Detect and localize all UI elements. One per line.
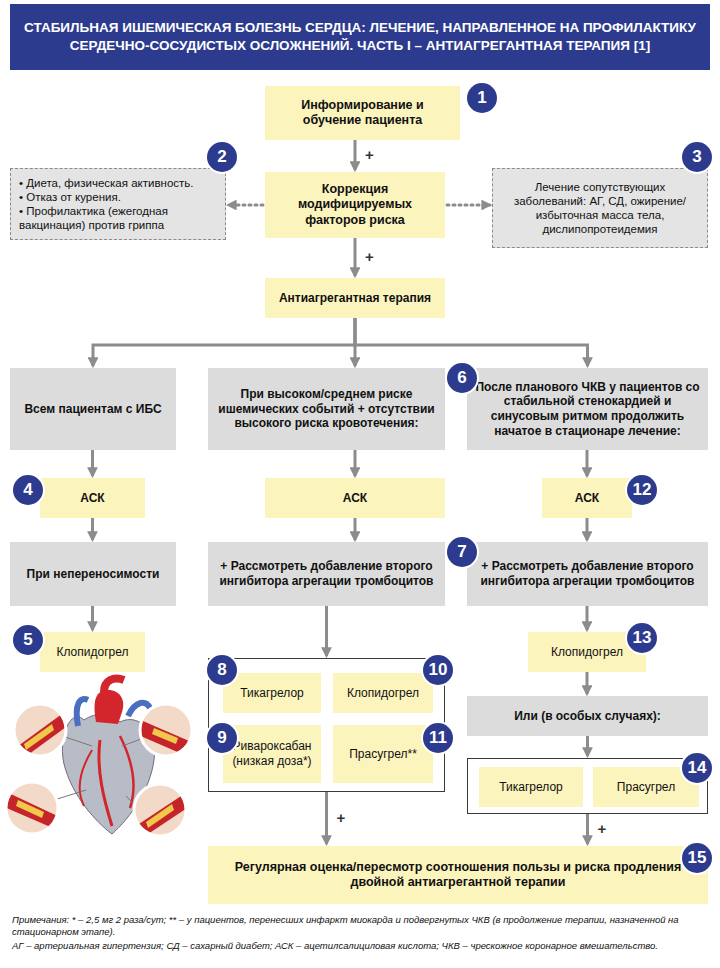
drug-box: Ривароксабан (низкая доза*) xyxy=(223,725,321,783)
footnote: АГ – артериальная гипертензия; СД – саха… xyxy=(12,940,708,952)
box-text: Регулярная оценка/пересмотр соотношения … xyxy=(216,860,700,891)
process-box: Информирование и обучение пациента xyxy=(265,86,460,140)
edge-label: + xyxy=(363,147,376,162)
arrow-connector xyxy=(355,318,588,366)
group-box: Тикагрелор Прасугрел xyxy=(467,758,708,814)
drug-box: Клопидогрел xyxy=(40,632,145,672)
arrow-connector xyxy=(91,606,94,630)
process-box: Антиагрегантная терапия xyxy=(265,278,445,318)
drug-box: Прасугрел** xyxy=(333,725,433,783)
drug-box: АСК xyxy=(40,478,145,518)
arrow-connector xyxy=(586,518,589,540)
box-text: Антиагрегантная терапия xyxy=(279,291,431,306)
condition-box: Всем пациентам с ИБС xyxy=(10,368,176,450)
callout-number: 3 xyxy=(682,142,712,172)
dotted-connector xyxy=(447,204,490,207)
box-text: Клопидогрел xyxy=(56,645,128,660)
title-band: СТАБИЛЬНАЯ ИШЕМИЧЕСКАЯ БОЛЕЗНЬ СЕРДЦА: Л… xyxy=(10,4,710,70)
arrow-connector xyxy=(586,606,589,630)
box-text: Прасугрел xyxy=(617,780,675,795)
arrow-connector xyxy=(586,814,589,844)
box-text: Всем пациентам с ИБС xyxy=(24,402,161,417)
edge-label: + xyxy=(596,821,609,836)
box-text: При непереносимости xyxy=(27,567,160,582)
arrow-connector xyxy=(325,606,328,656)
callout-number: 6 xyxy=(447,363,477,393)
condition-box: При высоком/среднем риске ишемических со… xyxy=(208,368,445,450)
arrow-connector xyxy=(586,672,589,694)
box-text: Клопидогрел xyxy=(551,645,623,660)
box-text: Клопидогрел xyxy=(347,686,419,701)
drug-box: АСК xyxy=(265,478,445,518)
footnote: Примечания: * – 2,5 мг 2 раза/сут; ** – … xyxy=(12,914,708,939)
box-text: При высоком/среднем риске ишемических со… xyxy=(216,387,437,431)
box-text: Лечение сопутствующих заболеваний: АГ, С… xyxy=(501,180,699,236)
process-box: Коррекция модифицируемых факторов риска xyxy=(265,172,445,238)
arrow-connector xyxy=(354,518,357,540)
drug-box: АСК xyxy=(542,478,632,518)
arrow-connector xyxy=(91,450,94,476)
arrow-connector xyxy=(354,238,357,276)
box-text: Прасугрел** xyxy=(349,747,417,762)
process-box: + Рассмотреть добавление второго ингибит… xyxy=(467,542,708,606)
box-text: Коррекция модифицируемых факторов риска xyxy=(273,182,437,228)
box-text: Тикагрелор xyxy=(240,686,304,701)
note-box: Лечение сопутствующих заболеваний: АГ, С… xyxy=(492,168,708,248)
process-box: Регулярная оценка/пересмотр соотношения … xyxy=(208,846,708,904)
box-text: • Диета, физическая активность. xyxy=(19,176,194,190)
callout-number: 11 xyxy=(423,723,453,753)
arrow-connector xyxy=(586,736,589,756)
arrow-connector xyxy=(93,318,355,366)
arrow-connector xyxy=(354,450,357,476)
dotted-connector xyxy=(228,204,263,207)
box-text: После планового ЧКВ у пациентов со стаби… xyxy=(475,380,700,439)
box-text: + Рассмотреть добавление второго ингибит… xyxy=(216,559,437,588)
group-box: Тикагрелор КлопидогрелРивароксабан (низка… xyxy=(208,658,445,792)
condition-box: После планового ЧКВ у пациентов со стаби… xyxy=(467,368,708,450)
condition-box: Или (в особых случаях): xyxy=(467,696,708,736)
edge-label: + xyxy=(363,249,376,264)
box-text: • Профилактика (ежегодная вакцинация) пр… xyxy=(19,204,217,232)
box-text: Тикагрелор xyxy=(499,780,563,795)
box-text: Или (в особых случаях): xyxy=(514,709,661,724)
callout-number: 12 xyxy=(627,475,657,505)
callout-number: 4 xyxy=(13,475,43,505)
process-box: + Рассмотреть добавление второго ингибит… xyxy=(208,542,445,606)
arrow-connector xyxy=(586,450,589,476)
box-text: АСК xyxy=(575,491,599,506)
callout-number: 14 xyxy=(682,753,712,783)
box-text: • Отказ от курения. xyxy=(19,190,121,204)
box-text: Ривароксабан (низкая доза*) xyxy=(231,739,313,768)
arrow-connector xyxy=(354,140,357,170)
drug-box: Клопидогрел xyxy=(333,673,433,713)
callout-number: 13 xyxy=(627,623,657,653)
box-text: Информирование и обучение пациента xyxy=(273,98,452,129)
arrow-connector xyxy=(91,518,94,540)
callout-number: 1 xyxy=(467,83,497,113)
arrow-connector xyxy=(325,792,328,844)
callout-number: 10 xyxy=(423,655,453,685)
callout-number: 5 xyxy=(13,625,43,655)
box-text: АСК xyxy=(80,491,104,506)
box-text: АСК xyxy=(343,491,367,506)
callout-number: 8 xyxy=(207,655,237,685)
callout-number: 2 xyxy=(207,142,237,172)
edge-label: + xyxy=(335,810,348,825)
callout-number: 15 xyxy=(682,843,712,873)
callout-number: 9 xyxy=(207,723,237,753)
box-text: + Рассмотреть добавление второго ингибит… xyxy=(475,559,700,588)
callout-number: 7 xyxy=(447,537,477,567)
note-box: • Диета, физическая активность.• Отказ о… xyxy=(10,168,226,240)
drug-box: Тикагрелор xyxy=(223,673,321,713)
condition-box: При непереносимости xyxy=(10,542,176,606)
drug-box: Тикагрелор xyxy=(479,767,583,807)
